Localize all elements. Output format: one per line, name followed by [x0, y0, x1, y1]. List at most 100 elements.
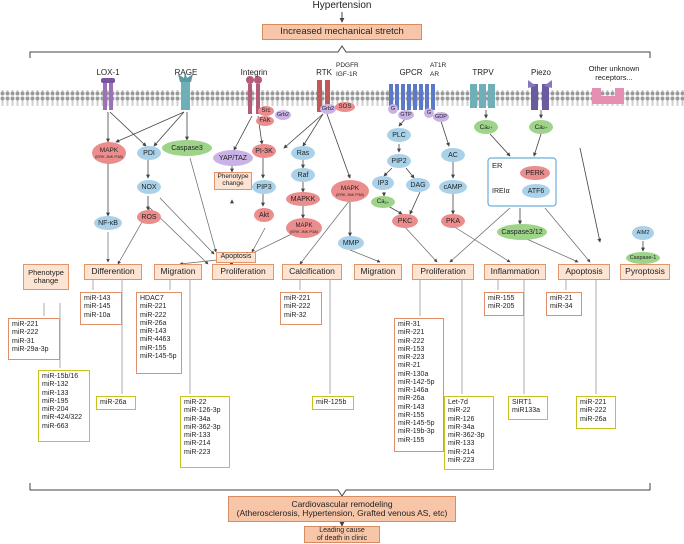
src-node: Src [258, 106, 274, 116]
pip2-node: PIP2 [387, 154, 411, 168]
gpcr-ligand-1: AT1R [430, 62, 447, 69]
perk-node: PERK [520, 166, 550, 180]
sos-node: SOS [335, 102, 355, 112]
fak-node: FAK [256, 116, 274, 126]
nfkb-node: NF-κB [94, 216, 122, 230]
outcome-proliferation-1: Proliferation [212, 264, 274, 280]
outcome-proliferation-2: Proliferation [412, 264, 474, 280]
ros-node: ROS [137, 210, 161, 224]
ip3-node: IP3 [372, 176, 394, 190]
nox-node: NOX [137, 180, 161, 194]
lox1-label: LOX-1 [96, 68, 120, 77]
pip3-node: PIP3 [252, 180, 276, 194]
rtk-ligand-2: IGF-1R [336, 71, 358, 78]
outcome-pyroptosis: Pyroptosis [620, 264, 670, 280]
mir-diff-down: miR-26a [96, 396, 136, 410]
outcome-phenotype-change: Phenotype change [23, 264, 69, 290]
apoptosis-mid: Apoptosis [216, 252, 256, 263]
remodeling-line-2: (Atherosclerosis, Hypertension, Grafted … [236, 508, 448, 518]
rage-receptor [178, 72, 193, 110]
remodeling-line-1: Cardiovascular remodeling [291, 498, 393, 509]
gdp-node: GDP [433, 112, 449, 122]
trpv-receptor [470, 84, 495, 108]
rtk-receptor [317, 80, 330, 112]
lox1-receptor [101, 78, 115, 110]
rage-label: RAGE [174, 68, 198, 77]
other-receptors-label: Other unknown receptors... [588, 64, 640, 82]
er-box [487, 157, 557, 207]
pdi-node: PDI [137, 146, 161, 160]
outcome-calcification: Calcification [282, 264, 342, 280]
bottom-bracket [29, 483, 651, 497]
increased-stretch-box: Increased mechanical stretch [262, 24, 422, 40]
ras-node: Ras [291, 146, 315, 160]
mapk-node-3: MAPK(ERK JNK P38) [331, 180, 369, 202]
mir-calc-down: miR-125b [312, 396, 354, 410]
piezo-receptor [528, 80, 552, 110]
integrin-label: Integrin [240, 68, 268, 77]
hypertension-title: Hypertension [312, 0, 372, 11]
aim2-node: AIM2 [632, 226, 654, 240]
mapk-node-2: MAPK(ERK JNK P38) [286, 218, 322, 238]
rtk-label: RTK [316, 68, 332, 77]
raf-node: Raf [291, 168, 315, 182]
plc-node: PLC [387, 128, 411, 142]
outcome-differention: Differention [84, 264, 142, 280]
ac-node: AC [441, 148, 465, 162]
phenotype-change-mid: Phenotype change [214, 172, 252, 190]
grb2-node-a: Grb2 [275, 110, 291, 120]
er-label: ER [492, 161, 503, 170]
g-node: G [388, 104, 398, 114]
ire-label: IREIα [492, 188, 510, 195]
rtk-ligand-1: PDGFR [336, 62, 359, 69]
grb2-node-b: Grb2 [320, 104, 336, 114]
pkc-node: PKC [392, 214, 418, 228]
caspase312-node: Caspase3/12 [497, 224, 547, 240]
gpcr-ligand-2: AR [430, 71, 440, 78]
camp-node: cAMP [439, 180, 467, 194]
unknown-receptor [592, 88, 624, 104]
outcome-apoptosis: Apoptosis [558, 264, 610, 280]
leading-line-1: Leading cause [319, 526, 365, 534]
pi3k-node: PI-3K [252, 144, 276, 158]
mapkk-node: MAPKK [286, 192, 320, 206]
gtp-node: GTP [398, 110, 414, 120]
outcome-inflammation: Inflammation [484, 264, 546, 280]
mapk-node-1: MAPK(ERK JNK P38) [92, 142, 126, 164]
yap-taz-node: YAP/TAZ [213, 150, 253, 166]
gpcr-receptor [389, 84, 435, 110]
dag-node: DAG [406, 178, 430, 192]
outcome-migration-1: Migration [154, 264, 202, 280]
akt-node: Akt [254, 208, 274, 222]
integrin-receptor [246, 76, 262, 114]
gpcr-label: GPCR [399, 68, 423, 77]
g2-node: G [424, 108, 434, 118]
leading-line-2: of death in clinic [316, 534, 368, 542]
cardiovascular-remodeling-box: Cardiovascular remodeling (Atheroscleros… [228, 496, 456, 522]
trpv-label: TRPV [472, 68, 494, 77]
piezo-label: Piezo [530, 68, 551, 77]
cell-membrane [0, 90, 684, 106]
top-bracket [29, 45, 651, 58]
caspase3-node: Caspase3 [162, 140, 212, 156]
atf6-node: ATF6 [522, 184, 550, 198]
caspase1-node: Caspase-1 [626, 252, 660, 264]
pka-node: PKA [441, 214, 465, 228]
